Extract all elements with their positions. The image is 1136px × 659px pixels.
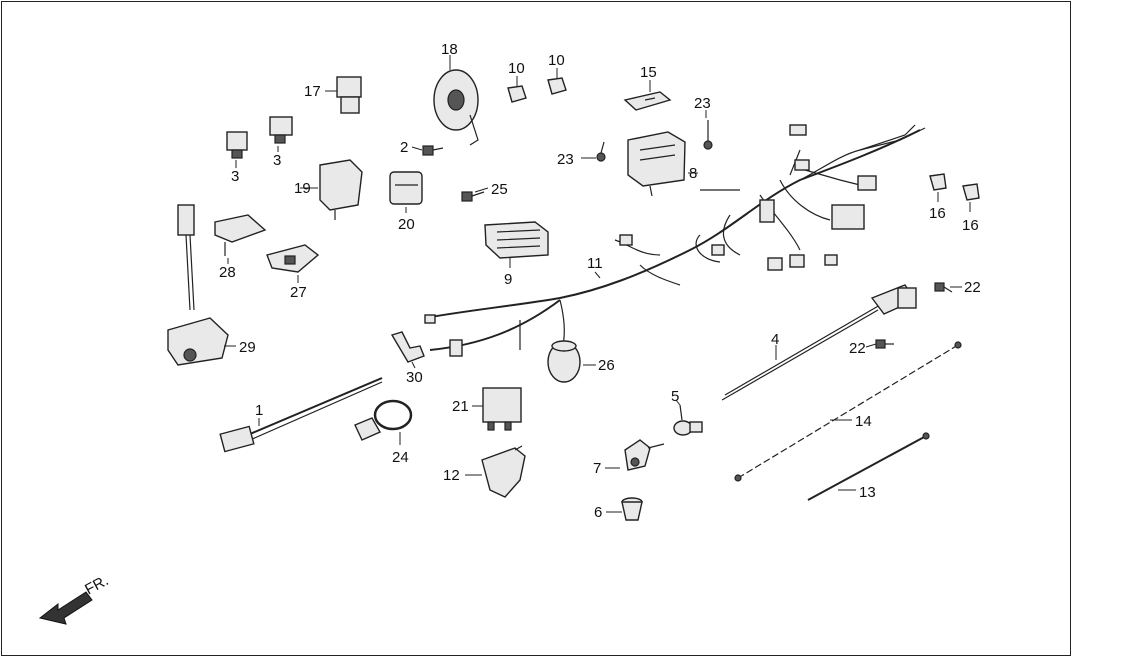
callout-29: 29: [239, 339, 256, 356]
callout-19: 19: [294, 180, 311, 197]
relay-17: [336, 76, 362, 114]
callout-27: 27: [290, 284, 307, 301]
clamp-24: [354, 399, 413, 441]
terminal-5: [673, 404, 703, 436]
connector-cover-12: [481, 445, 526, 498]
bolt-25: [461, 191, 485, 202]
callout-16a: 16: [929, 205, 946, 222]
plug-cap-7: [624, 439, 665, 471]
relay-21: [482, 387, 522, 431]
callout-4: 4: [771, 331, 779, 348]
bolt-2: [422, 145, 444, 156]
callout-12: 12: [443, 467, 460, 484]
callout-1: 1: [255, 402, 263, 419]
callout-10b: 10: [548, 52, 565, 69]
callout-22a: 22: [964, 279, 981, 296]
ecu-8: [627, 131, 686, 197]
grommet-6: [621, 497, 643, 521]
callout-26: 26: [598, 357, 615, 374]
sensor-26: [547, 340, 581, 383]
callout-14: 14: [855, 413, 872, 430]
callout-5: 5: [671, 388, 679, 405]
rectifier-9: [484, 221, 549, 259]
callout-6: 6: [594, 504, 602, 521]
callout-8: 8: [689, 165, 697, 182]
callout-20: 20: [398, 216, 415, 233]
screw-23a: [596, 141, 606, 162]
callout-7: 7: [593, 460, 601, 477]
cable-tie-1: [219, 377, 383, 453]
wire-14: [734, 341, 962, 482]
regulator-20: [389, 171, 423, 205]
switch-29: [167, 204, 229, 366]
callout-22b: 22: [849, 340, 866, 357]
callout-18: 18: [441, 41, 458, 58]
bolt-22b: [875, 339, 894, 349]
callout-28: 28: [219, 264, 236, 281]
fuse-10a: [507, 85, 527, 103]
connector-27: [266, 244, 320, 273]
holder-28: [214, 214, 267, 256]
fuse-3a: [226, 131, 248, 159]
callout-16b: 16: [962, 217, 979, 234]
callout-3a: 3: [231, 168, 239, 185]
clip-30: [390, 331, 425, 363]
flasher-19: [319, 159, 363, 220]
callout-30: 30: [406, 369, 423, 386]
fuse-16b: [962, 183, 980, 201]
callout-23b: 23: [694, 95, 711, 112]
callout-23a: 23: [557, 151, 574, 168]
callout-11: 11: [587, 255, 603, 272]
fuse-16a: [929, 173, 947, 191]
front-arrow-icon: [38, 591, 93, 625]
callout-2: 2: [400, 139, 408, 156]
fuse-10b: [547, 77, 567, 95]
callout-3b: 3: [273, 152, 281, 169]
wire-13: [807, 432, 930, 501]
screw-23b: [703, 120, 713, 150]
fuse-3b: [269, 116, 293, 144]
fuse-box-15: [623, 91, 672, 111]
callout-9: 9: [504, 271, 512, 288]
callout-24: 24: [392, 449, 409, 466]
callout-21: 21: [452, 398, 469, 415]
bolt-22a: [934, 282, 953, 293]
callout-10a: 10: [508, 60, 525, 77]
horn: [433, 69, 479, 146]
callout-25: 25: [491, 181, 508, 198]
ignition-coil-4: [721, 284, 917, 401]
callout-17: 17: [304, 83, 321, 100]
callout-15: 15: [640, 64, 657, 81]
callout-13: 13: [859, 484, 876, 501]
main-wire-harness: [424, 124, 926, 357]
